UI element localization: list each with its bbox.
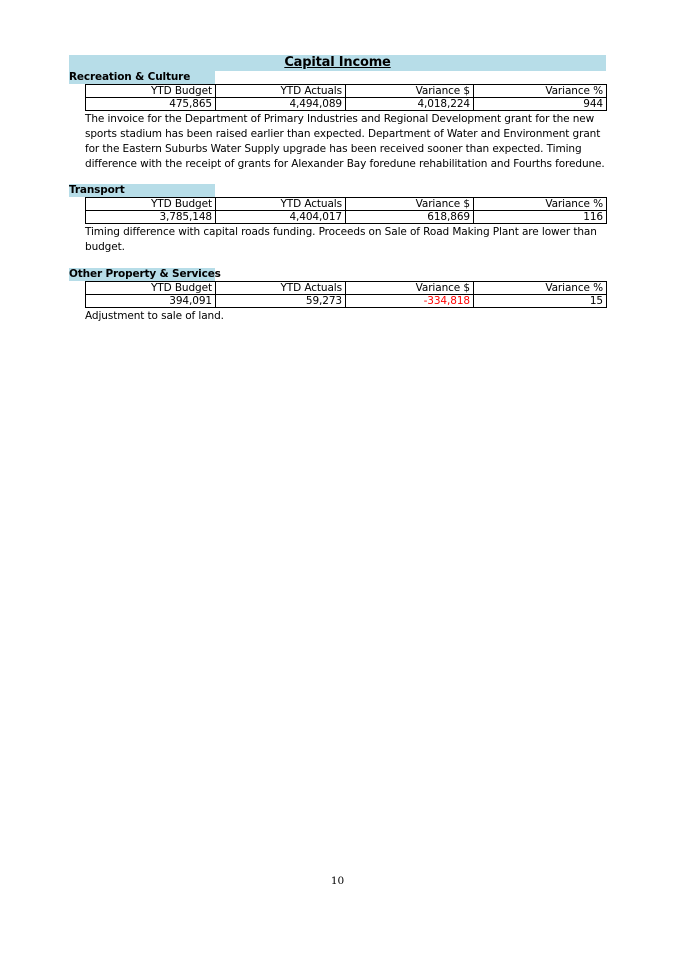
ytd-actuals-value: 59,273 bbox=[215, 294, 346, 308]
variance-dollar-value: 4,018,224 bbox=[345, 97, 474, 111]
table-header-row: YTD Budget YTD Actuals Variance $ Varian… bbox=[85, 84, 607, 98]
column-header-ytd-actuals: YTD Actuals bbox=[215, 84, 346, 98]
variance-percent-value: 116 bbox=[473, 210, 607, 224]
column-header-variance-percent: Variance % bbox=[473, 281, 607, 295]
variance-table: YTD Budget YTD Actuals Variance $ Varian… bbox=[85, 197, 607, 224]
variance-table: YTD Budget YTD Actuals Variance $ Varian… bbox=[85, 84, 607, 111]
table-row: 475,865 4,494,089 4,018,224 944 bbox=[85, 97, 607, 111]
section-heading: Recreation & Culture bbox=[69, 71, 215, 84]
column-header-ytd-budget: YTD Budget bbox=[85, 84, 216, 98]
variance-percent-value: 15 bbox=[473, 294, 607, 308]
table-row: 394,091 59,273 -334,818 15 bbox=[85, 294, 607, 308]
column-header-variance-dollar: Variance $ bbox=[345, 281, 474, 295]
table-row: 3,785,148 4,404,017 618,869 116 bbox=[85, 210, 607, 224]
variance-dollar-value: 618,869 bbox=[345, 210, 474, 224]
ytd-budget-value: 475,865 bbox=[85, 97, 216, 111]
page-title: Capital Income bbox=[69, 55, 606, 71]
variance-table: YTD Budget YTD Actuals Variance $ Varian… bbox=[85, 281, 607, 308]
ytd-actuals-value: 4,404,017 bbox=[215, 210, 346, 224]
section-note: Timing difference with capital roads fun… bbox=[85, 226, 597, 253]
column-header-variance-dollar: Variance $ bbox=[345, 197, 474, 211]
column-header-variance-dollar: Variance $ bbox=[345, 84, 474, 98]
column-header-ytd-actuals: YTD Actuals bbox=[215, 281, 346, 295]
variance-dollar-value: -334,818 bbox=[345, 294, 474, 308]
column-header-variance-percent: Variance % bbox=[473, 84, 607, 98]
section-heading: Transport bbox=[69, 184, 215, 197]
table-header-row: YTD Budget YTD Actuals Variance $ Varian… bbox=[85, 197, 607, 211]
section-note: The invoice for the Department of Primar… bbox=[85, 113, 605, 170]
section-other-property-services: Other Property & Services YTD Budget YTD… bbox=[69, 268, 607, 324]
column-header-ytd-actuals: YTD Actuals bbox=[215, 197, 346, 211]
column-header-ytd-budget: YTD Budget bbox=[85, 197, 216, 211]
page-number: 10 bbox=[330, 875, 345, 887]
table-header-row: YTD Budget YTD Actuals Variance $ Varian… bbox=[85, 281, 607, 295]
column-header-ytd-budget: YTD Budget bbox=[85, 281, 216, 295]
section-recreation-culture: Recreation & Culture YTD Budget YTD Actu… bbox=[69, 71, 607, 172]
ytd-budget-value: 3,785,148 bbox=[85, 210, 216, 224]
ytd-budget-value: 394,091 bbox=[85, 294, 216, 308]
ytd-actuals-value: 4,494,089 bbox=[215, 97, 346, 111]
section-transport: Transport YTD Budget YTD Actuals Varianc… bbox=[69, 184, 607, 255]
section-note: Adjustment to sale of land. bbox=[85, 310, 224, 322]
section-heading: Other Property & Services bbox=[69, 268, 221, 281]
column-header-variance-percent: Variance % bbox=[473, 197, 607, 211]
variance-percent-value: 944 bbox=[473, 97, 607, 111]
